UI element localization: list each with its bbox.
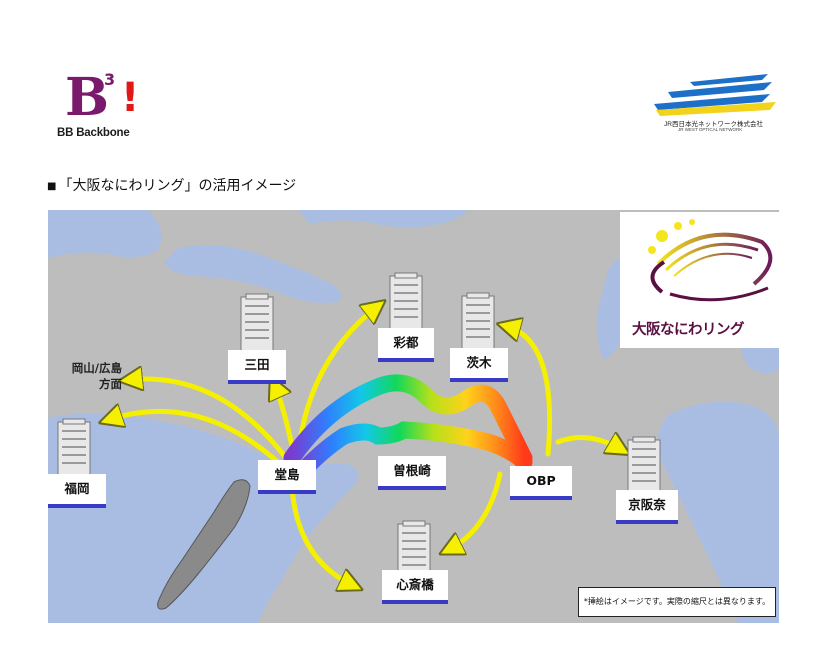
label-dojima: 堂島 xyxy=(258,460,316,494)
direction-okayama-hiroshima: 岡山/広島 方面 xyxy=(58,360,122,392)
bb-logo-exclamation: ! xyxy=(121,75,140,121)
arrow-to-keihanna xyxy=(555,438,622,451)
nawa-ring-logo: 大阪なにわリング xyxy=(620,212,780,348)
arrow-to-fukuoka xyxy=(108,411,283,467)
jr-logo-graphic xyxy=(654,74,776,116)
building-windows xyxy=(62,284,656,566)
label-shinsaibashi: 心斎橋 xyxy=(382,570,448,604)
sea-top-mid xyxy=(298,210,468,228)
jr-logo-text: JR西日本光ネットワーク株式会社 xyxy=(664,121,763,128)
awaji-island xyxy=(157,479,251,610)
direction-line-1: 岡山/広島 xyxy=(71,361,122,375)
sea-top-left-inlet xyxy=(164,245,342,303)
sea-right xyxy=(657,401,779,623)
bb-logo-mark: B xyxy=(65,67,109,128)
label-sanda: 三田 xyxy=(228,350,286,384)
sea-top-left xyxy=(48,210,162,258)
yellow-arrows xyxy=(108,306,622,586)
jr-logo-subtext: JR WEST OPTICAL NETWORK xyxy=(678,127,743,132)
label-sonezaki: 曽根崎 xyxy=(378,456,446,490)
bb-logo-text: BB Backbone xyxy=(57,127,130,139)
label-fukuoka: 福岡 xyxy=(48,474,106,508)
disclaimer-note: *挿絵はイメージです。実際の縮尺とは異なります。 xyxy=(578,587,776,617)
bb-backbone-logo: B 3 ! BB Backbone xyxy=(55,67,155,142)
nawa-ring-upper xyxy=(283,374,533,467)
caption-text: 「大阪なにわリング」の活用イメージ xyxy=(58,178,297,194)
ring-logo-graphic xyxy=(648,219,773,302)
ring-logo-title: 大阪なにわリング xyxy=(632,322,745,338)
diagram-caption: ■「大阪なにわリング」の活用イメージ xyxy=(47,175,296,195)
arrow-to-shinsaibashi-from-dojima xyxy=(289,485,354,586)
label-keihanna: 京阪奈 xyxy=(616,490,678,524)
jr-west-optical-logo: JR西日本光ネットワーク株式会社 JR WEST OPTICAL NETWORK xyxy=(650,70,780,140)
arrow-to-ibaraki xyxy=(506,326,553,457)
sea-bay-inner xyxy=(265,468,348,588)
arrow-to-okayama xyxy=(128,379,289,461)
caption-bullet: ■ xyxy=(47,181,57,192)
label-ibaraki: 茨木 xyxy=(450,348,508,382)
network-map: 大阪なにわリング 岡山/広島 方面 三田 彩都 茨木 福岡 堂島 曽根崎 OBP… xyxy=(48,210,780,623)
direction-line-2: 方面 xyxy=(99,377,122,391)
label-saito: 彩都 xyxy=(378,328,434,362)
nawa-ring-lower xyxy=(289,421,533,485)
arrow-to-shinsaibashi-from-obp xyxy=(448,471,503,550)
label-obp: OBP xyxy=(510,466,572,500)
bb-logo-superscript: 3 xyxy=(104,70,116,89)
